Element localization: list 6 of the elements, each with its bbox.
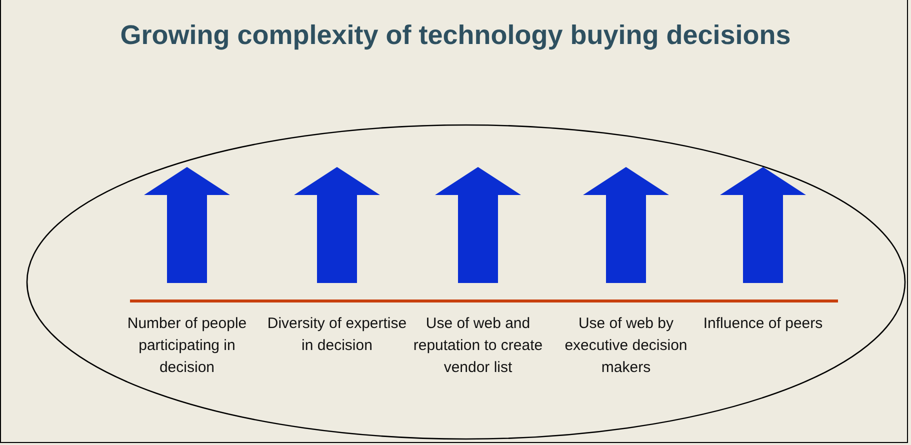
factor-label: Use of web by executive decision makers <box>564 314 688 378</box>
factor-label: Influence of peers <box>702 314 824 334</box>
factor-label: Use of web and reputation to create vendor list <box>412 314 544 378</box>
factor-label: Number of people participating in decision <box>126 314 248 378</box>
factor-label: Diversity of expertise in decision <box>266 314 408 356</box>
diagram-title: Growing complexity of technology buying decisions <box>119 20 792 51</box>
